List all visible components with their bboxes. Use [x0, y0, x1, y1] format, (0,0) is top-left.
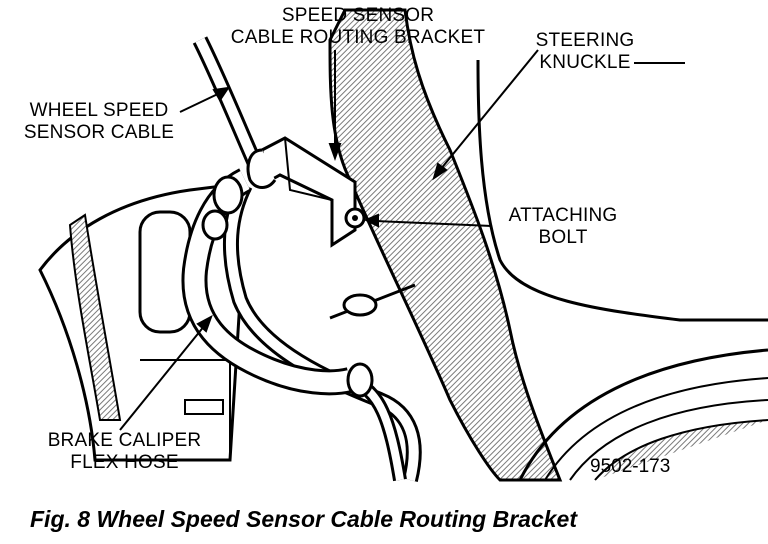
attaching-bolt-label-line-2: BOLT: [538, 227, 588, 248]
speed-sensor-bracket-label: SPEED SENSOR CABLE ROUTING BRACKET: [228, 5, 488, 49]
figure-caption: Fig. 8 Wheel Speed Sensor Cable Routing …: [30, 506, 578, 532]
steering-knuckle-label: STEERING KNUCKLE: [530, 30, 640, 74]
speed-sensor-bracket-label-line-2: CABLE ROUTING BRACKET: [230, 27, 486, 48]
brake-caliper-flex-hose: [181, 168, 407, 482]
wheel-speed-cable-label-line-1: WHEEL SPEED: [29, 100, 169, 121]
speed-sensor-bracket-label-line-1: SPEED SENSOR: [281, 5, 435, 26]
attaching-bolt-label: ATTACHING BOLT: [498, 205, 628, 249]
brake-hose-label-line-1: BRAKE CALIPER: [47, 430, 202, 451]
attaching-bolt-label-line-1: ATTACHING: [508, 205, 618, 226]
attaching-bolt: [344, 207, 366, 229]
brake-hose-label-line-2: FLEX HOSE: [70, 452, 179, 473]
speed-sensor-cable-routing-bracket: [246, 136, 357, 248]
brake-caliper-flex-hose-label: BRAKE CALIPER FLEX HOSE: [42, 430, 207, 474]
bleeder-screw: [329, 283, 416, 320]
steering-knuckle-label-line-2: KNUCKLE: [539, 52, 631, 73]
brake-rotor: [518, 348, 768, 481]
leader-lines: [119, 49, 685, 431]
steering-knuckle-label-line-1: STEERING: [535, 30, 635, 51]
wheel-speed-cable-label-line-2: SENSOR CABLE: [23, 122, 175, 143]
wheel-speed-sensor-cable-label: WHEEL SPEED SENSOR CABLE: [18, 100, 180, 144]
figure-number: 9502-173: [590, 456, 671, 477]
